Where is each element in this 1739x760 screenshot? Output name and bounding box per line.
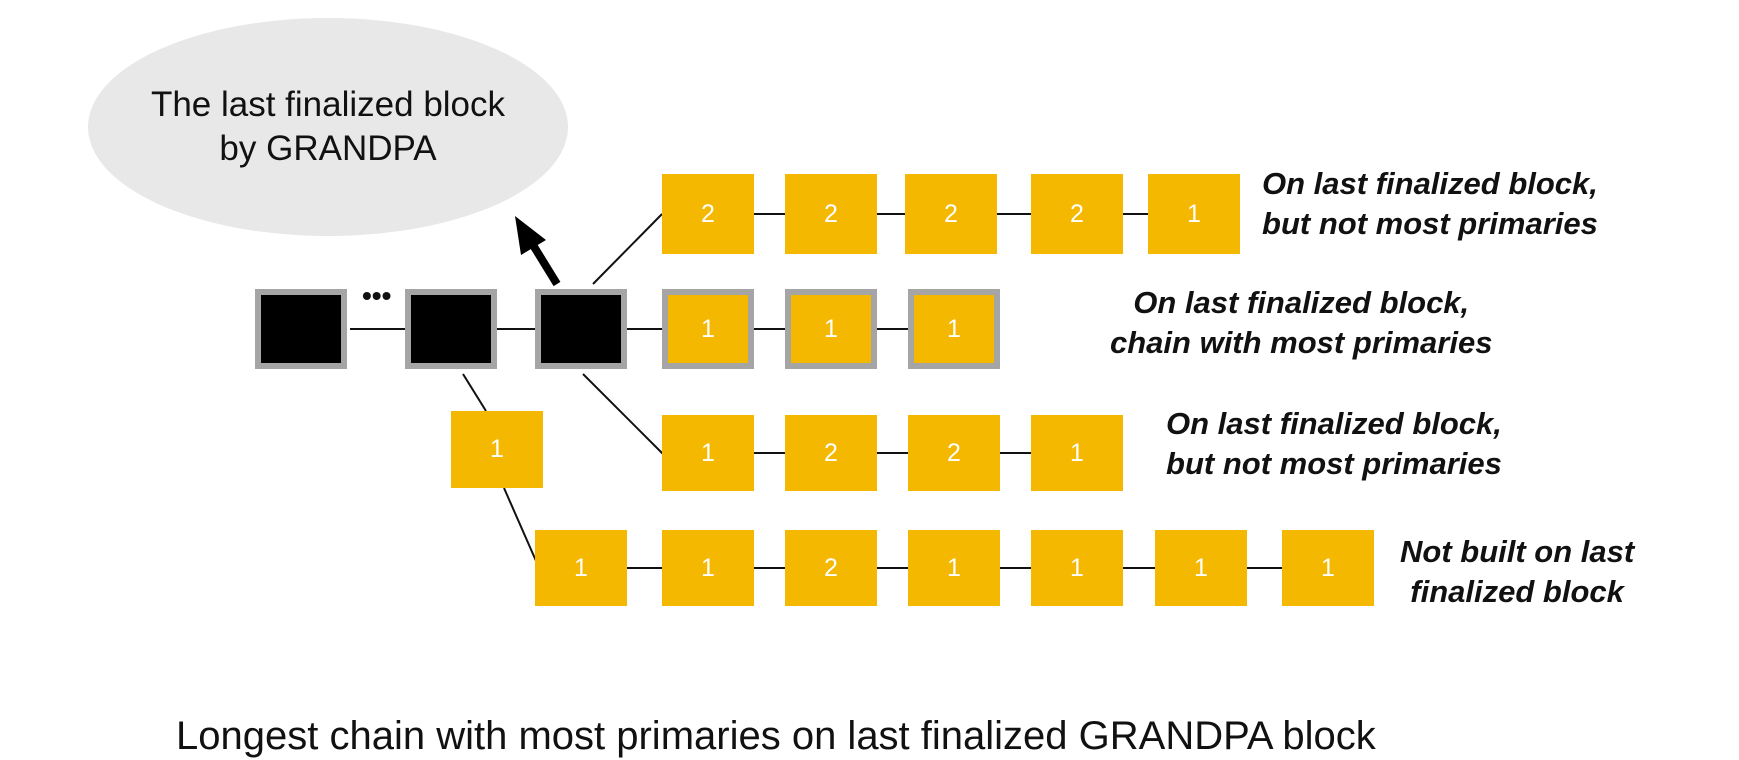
top-chain-block: 1 bbox=[1148, 174, 1240, 254]
connector-line bbox=[503, 487, 541, 571]
label-line: finalized block bbox=[1410, 574, 1624, 609]
label-line: On last finalized block, bbox=[1166, 406, 1502, 441]
label-line: but not most primaries bbox=[1262, 206, 1598, 241]
finalized-block-1 bbox=[255, 289, 347, 369]
ellipsis-icon: ••• bbox=[362, 280, 392, 311]
finalized-block-2 bbox=[405, 289, 497, 369]
bottom-chain-block: 1 bbox=[1282, 530, 1374, 606]
connector-line bbox=[592, 213, 663, 285]
label-line: Not built on last bbox=[1400, 534, 1635, 569]
label-line: On last finalized block, bbox=[1262, 166, 1598, 201]
label-line: chain with most primaries bbox=[1110, 325, 1493, 360]
top-chain-block: 2 bbox=[785, 174, 877, 254]
top-chain-block: 2 bbox=[1031, 174, 1123, 254]
bottom-chain-block: 1 bbox=[1031, 530, 1123, 606]
bottom-chain-block: 1 bbox=[908, 530, 1000, 606]
callout-line-1: The last finalized block bbox=[150, 85, 506, 124]
main-chain-block: 1 bbox=[908, 289, 1000, 369]
bottom-chain-block: 1 bbox=[1155, 530, 1247, 606]
bottom-chain-block: 1 bbox=[535, 530, 627, 606]
main-chain-label: On last finalized block, chain with most… bbox=[1110, 283, 1492, 363]
last-finalized-block bbox=[535, 289, 627, 369]
middle-chain-block: 1 bbox=[1031, 415, 1123, 491]
finalized-block-callout: The last finalized block by GRANDPA bbox=[88, 18, 568, 236]
top-chain-block: 2 bbox=[662, 174, 754, 254]
diagram-caption: Longest chain with most primaries on las… bbox=[176, 714, 1376, 758]
main-chain-block: 1 bbox=[785, 289, 877, 369]
middle-chain-block: 2 bbox=[908, 415, 1000, 491]
bottom-chain-block: 1 bbox=[662, 530, 754, 606]
label-line: but not most primaries bbox=[1166, 446, 1502, 481]
top-chain-label: On last finalized block, but not most pr… bbox=[1262, 164, 1598, 244]
middle-chain-block: 2 bbox=[785, 415, 877, 491]
middle-chain-label: On last finalized block, but not most pr… bbox=[1166, 404, 1502, 484]
callout-line-2: by GRANDPA bbox=[219, 129, 437, 168]
connector-line bbox=[462, 373, 487, 412]
bottom-chain-label: Not built on last finalized block bbox=[1400, 532, 1634, 612]
middle-chain-block: 1 bbox=[662, 415, 754, 491]
arrow-shaft bbox=[529, 242, 561, 287]
arrow-head-icon bbox=[515, 216, 546, 255]
main-chain-block: 1 bbox=[662, 289, 754, 369]
top-chain-block: 2 bbox=[905, 174, 997, 254]
bottom-chain-block: 2 bbox=[785, 530, 877, 606]
label-line: On last finalized block, bbox=[1133, 285, 1470, 320]
connector-line bbox=[582, 373, 665, 456]
fork-block: 1 bbox=[451, 411, 543, 488]
